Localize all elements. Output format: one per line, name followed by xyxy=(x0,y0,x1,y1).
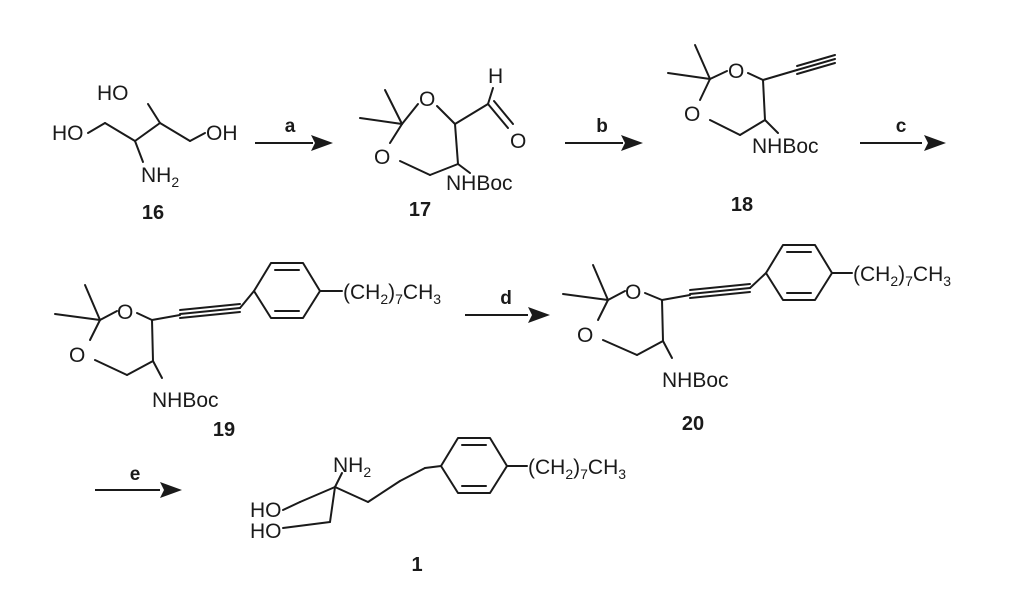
compound-number: 16 xyxy=(142,202,164,224)
compound-17: O O H O NHBoc 17 xyxy=(359,65,526,221)
reaction-arrow-c: c xyxy=(860,116,946,151)
reaction-arrow-a: a xyxy=(255,116,333,151)
hydroxyl-label: HO xyxy=(97,82,129,105)
nhboc-label: NHBoc xyxy=(446,172,513,195)
ring-oxygen: O xyxy=(374,146,390,169)
step-label: a xyxy=(285,116,296,137)
hydroxyl-label: OH xyxy=(206,122,238,145)
compound-number: 20 xyxy=(682,413,704,435)
ring-oxygen: O xyxy=(577,324,593,347)
compound-20: O O NHBoc (CH2)7CH3 20 xyxy=(562,244,951,435)
amine-label: NH2 xyxy=(333,454,371,480)
reaction-arrow-d: d xyxy=(465,288,550,323)
ring-oxygen: O xyxy=(684,103,700,126)
reaction-arrow-e: e xyxy=(95,464,182,498)
ring-oxygen: O xyxy=(625,281,641,304)
step-label: b xyxy=(596,116,608,137)
octyl-chain-label: (CH2)7CH3 xyxy=(343,281,441,307)
compound-number: 17 xyxy=(409,199,431,221)
nhboc-label: NHBoc xyxy=(152,389,219,412)
step-label: c xyxy=(896,116,907,137)
compound-number: 19 xyxy=(213,419,235,441)
ring-oxygen: O xyxy=(728,60,744,83)
compound-19: O O NHBoc (CH2)7CH3 19 xyxy=(54,262,441,441)
ring-oxygen: O xyxy=(117,301,133,324)
step-label: d xyxy=(500,288,512,309)
amine-label: NH2 xyxy=(141,164,179,190)
compound-18: O O NHBoc 18 xyxy=(667,44,836,216)
hydroxyl-label: HO xyxy=(250,520,282,543)
compound-16: HO OH HO NH2 16 xyxy=(52,82,238,224)
nhboc-label: NHBoc xyxy=(752,135,819,158)
hydroxyl-label: HO xyxy=(52,122,84,145)
octyl-chain-label: (CH2)7CH3 xyxy=(528,456,626,482)
compound-1: NH2 HO HO (CH2)7CH3 1 xyxy=(250,437,626,576)
compound-number: 1 xyxy=(411,554,422,576)
ring-oxygen: O xyxy=(69,344,85,367)
step-label: e xyxy=(130,464,141,485)
aldehyde-oxygen: O xyxy=(510,130,526,153)
nhboc-label: NHBoc xyxy=(662,369,729,392)
ring-oxygen: O xyxy=(419,88,435,111)
aldehyde-hydrogen: H xyxy=(488,65,503,88)
reaction-arrow-b: b xyxy=(565,116,643,151)
octyl-chain-label: (CH2)7CH3 xyxy=(853,263,951,289)
compound-number: 18 xyxy=(731,194,753,216)
hydroxyl-label: HO xyxy=(250,499,282,522)
